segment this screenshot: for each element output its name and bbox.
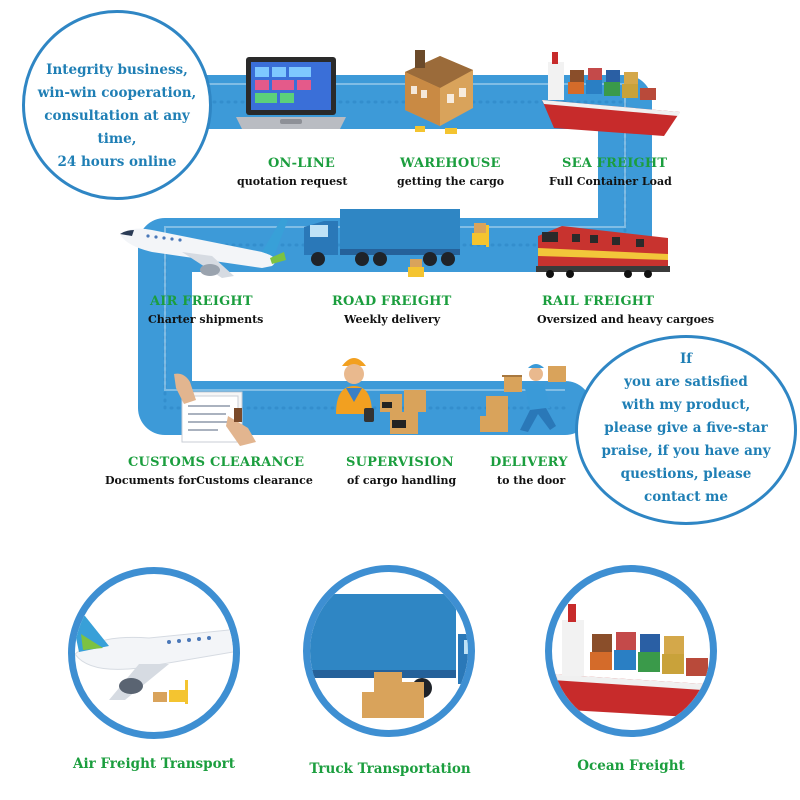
bottom-label-air-freight: Air Freight Transport [73,756,235,772]
worker-icon [336,358,426,434]
stage-title-warehouse: WAREHOUSE [400,156,501,171]
bottom-label-ocean-freight: Ocean Freight [577,758,685,774]
stage-title-supervision: SUPERVISION [346,455,454,470]
stage-title-sea-freight: SEA FREIGHT [562,156,668,171]
documents-icon [174,373,256,446]
ocean-freight-circle [545,565,717,737]
laptop-icon [236,57,346,129]
truck-icon [310,594,468,718]
review-line: contact me [643,489,729,505]
airplane-icon [120,218,288,278]
stage-title-customs-clearance: CUSTOMS CLEARANCE [128,455,305,470]
review-line: you are satisfied [624,374,748,390]
review-line: with my product, [621,397,751,413]
review-line: praise, if you have any [601,443,771,459]
stage-subtitle-road-freight: Weekly delivery [344,313,441,326]
slogan-line: consultation at any time, [44,108,190,147]
bottom-label-truck: Truck Transportation [309,761,471,777]
review-bubble: If you are satisfied with my product, pl… [575,335,797,525]
stage-title-road-freight: ROAD FREIGHT [332,294,452,309]
stage-title-online: ON-LINE [268,156,336,171]
air-freight-circle [68,567,240,739]
train-icon [536,226,670,278]
slogan-bubble: Integrity business, win-win cooperation,… [22,10,212,200]
stage-subtitle-delivery: to the door [497,474,566,487]
truck-circle [303,565,475,737]
stage-title-rail-freight: RAIL FREIGHT [542,294,655,309]
stage-subtitle-sea-freight: Full Container Load [549,175,672,188]
container-ship-icon [552,604,710,718]
stage-subtitle-customs-clearance: Documents forCustoms clearance [105,474,313,487]
warehouse-icon [405,50,473,134]
review-line: If [679,351,693,367]
slogan-line: win-win cooperation, [37,85,197,101]
slogan-line: 24 hours online [57,154,177,170]
review-line: questions, please [620,466,752,482]
truck-icon [304,209,489,277]
stage-subtitle-online: quotation request [237,175,348,188]
container-ship-icon [542,52,680,136]
airplane-icon [75,614,233,704]
stage-title-delivery: DELIVERY [490,455,568,470]
stage-subtitle-supervision: of cargo handling [347,474,457,487]
stage-title-air-freight: AIR FREIGHT [150,294,253,309]
review-line: please give a five-star [604,420,768,436]
slogan-line: Integrity business, [46,62,188,78]
stage-subtitle-rail-freight: Oversized and heavy cargoes [537,313,715,326]
stage-subtitle-warehouse: getting the cargo [397,175,505,188]
courier-icon [480,364,566,432]
stage-subtitle-air-freight: Charter shipments [148,313,264,326]
